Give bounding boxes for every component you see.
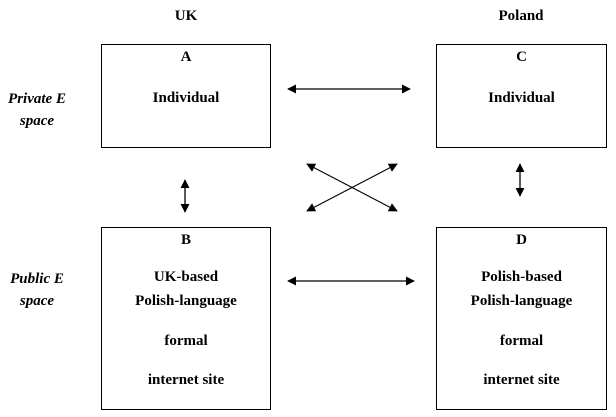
box-c-text: Individual (488, 90, 555, 106)
column-header-uk: UK (174, 8, 198, 24)
box-b-line3: formal (164, 333, 208, 349)
row-label-private-line1: Private E (8, 91, 66, 107)
box-d-line3: formal (499, 333, 544, 349)
box-a-letter: A (180, 49, 192, 65)
box-a: A Individual (101, 44, 271, 148)
box-d-line1: Polish-based (481, 269, 562, 285)
box-c: C Individual (436, 44, 607, 148)
box-b: B UK-based Polish-language formal intern… (101, 227, 271, 410)
box-d: D Polish-based Polish-language formal in… (436, 227, 607, 410)
row-label-private-line2: space (19, 113, 55, 129)
row-label-public: Public E space (10, 268, 64, 312)
arrow-c-b (306, 163, 398, 212)
box-a-text: Individual (152, 90, 220, 106)
box-d-line4: internet site (483, 372, 560, 388)
column-header-poland: Poland (498, 8, 544, 24)
row-label-public-line1: Public E (10, 271, 64, 287)
box-d-letter: D (516, 232, 527, 248)
box-b-line1: UK-based (153, 269, 219, 285)
row-label-private: Private E space (8, 88, 66, 132)
box-b-line2: Polish-language (135, 293, 237, 309)
row-label-public-line2: space (19, 293, 55, 309)
box-b-letter: B (180, 232, 191, 248)
box-c-letter: C (516, 49, 527, 65)
box-d-line2: Polish-language (470, 293, 573, 309)
box-b-line4: internet site (147, 372, 225, 388)
